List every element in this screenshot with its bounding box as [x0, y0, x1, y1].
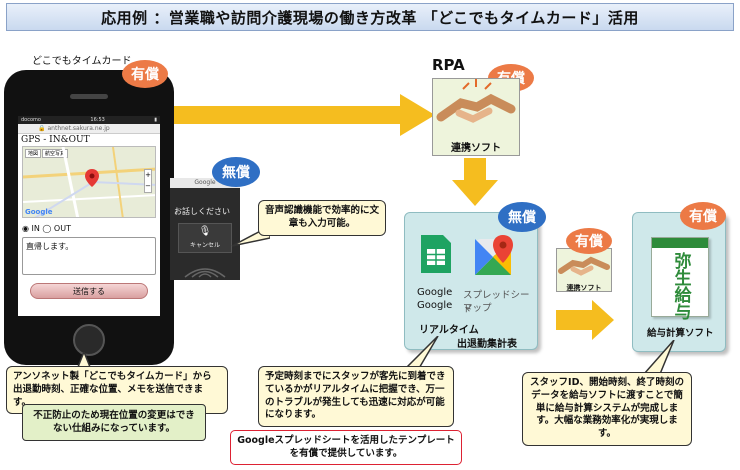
page-title: 応用例 ：営業職や訪問介護現場の働き方改革 「どこでもタイムカード」活用: [101, 8, 639, 27]
arrow-to-rpa: [150, 94, 435, 136]
voice-prompt: お話しください: [174, 207, 230, 216]
send-button[interactable]: 送信する: [30, 283, 148, 299]
sound-wave-icon: [184, 268, 226, 278]
google-sheets-icon: [421, 235, 451, 273]
google-maps-icon: [475, 235, 513, 275]
attendance-sheet-label: 出退勤集計表: [457, 339, 517, 350]
smartphone: docomo 16:53 ▮ 🔒 anthnet.sakura.ne.jp GP…: [4, 70, 174, 365]
voice-callout: 音声認識機能で効率的に文章も入力可能。: [258, 200, 386, 236]
radio-in-label: IN: [31, 224, 40, 233]
maps-label: マップ: [463, 303, 492, 314]
url-bar[interactable]: 🔒 anthnet.sakura.ne.jp: [18, 124, 160, 134]
product-name: 弥生給与: [670, 252, 691, 320]
paid-badge-small: 有償: [566, 228, 612, 254]
map-view[interactable]: 地図 航空写真 +− Google: [22, 146, 156, 218]
location-pin-icon: [85, 169, 99, 187]
paid-badge-phone: 有償: [122, 60, 168, 88]
arrow-to-payroll: [556, 300, 614, 340]
google-box: Google Google スプレッドシード マップ リアルタイム 出退勤集計表: [404, 212, 538, 350]
zoom-control[interactable]: +−: [144, 169, 152, 193]
template-note: Googleスプレッドシートを活用したテンプレートを有償で提供しています。: [230, 430, 462, 465]
yayoi-product-box: 弥生給与: [651, 237, 709, 320]
map-tab-map[interactable]: 地図: [25, 149, 42, 158]
arrow-to-google: [452, 158, 498, 206]
map-tabs: 地図 航空写真: [25, 149, 69, 158]
voice-input-screen: Google お話しください 🎙 キャンセル: [170, 178, 240, 280]
realtime-label: リアルタイム: [419, 325, 479, 336]
status-time: 16:53: [90, 117, 105, 123]
google-label-2: Google: [417, 300, 453, 311]
mid-callout-pointer: [402, 336, 439, 370]
title-bar: 応用例 ：営業職や訪問介護現場の働き方改革 「どこでもタイムカード」活用: [6, 3, 734, 31]
rpa-card-caption: 連携ソフト: [451, 143, 501, 154]
memo-textarea[interactable]: 直帰します。: [22, 237, 156, 275]
battery-icon: ▮: [154, 117, 157, 123]
carrier-label: docomo: [21, 117, 41, 123]
map-tab-satellite[interactable]: 航空写真: [42, 149, 69, 158]
google-map-logo: Google: [25, 208, 53, 216]
gps-title: GPS - IN&OUT: [21, 135, 90, 145]
status-bar: docomo 16:53 ▮: [18, 116, 160, 124]
radio-out-label: OUT: [53, 224, 71, 233]
microphone-icon: 🎙: [198, 226, 212, 237]
lock-icon: 🔒: [38, 125, 46, 132]
free-badge-google: 無償: [498, 202, 546, 232]
payroll-callout: スタッフID、開始時刻、終了時刻のデータを給与ソフトに渡すことで簡単に給与計算シ…: [522, 372, 692, 447]
google-label-1: Google: [417, 287, 453, 298]
realtime-callout: 予定時刻までにスタッフが客先に到着できているかがリアルタイムに把握でき、万一のト…: [258, 366, 454, 428]
payroll-caption: 給与計算ソフト: [647, 328, 714, 339]
voice-cancel-button[interactable]: キャンセル: [189, 242, 220, 249]
rpa-card: 連携ソフト: [432, 78, 520, 156]
voice-mic-panel: 🎙 キャンセル: [178, 223, 232, 253]
small-rpa-card: 連携ソフト: [556, 248, 612, 292]
product-stripe: [652, 238, 708, 248]
small-handshake-icon: [558, 256, 610, 276]
free-badge-voice: 無償: [212, 157, 260, 187]
url-text: anthnet.sakura.ne.jp: [47, 125, 110, 132]
rpa-label: RPA: [432, 56, 465, 74]
in-out-radios: ◉ IN ◯ OUT: [18, 218, 160, 235]
phone-caption: どこでもタイムカード: [32, 56, 132, 67]
sheets-label: スプレッドシード: [463, 290, 530, 315]
radio-in[interactable]: ◉: [22, 224, 29, 233]
phone-screen: docomo 16:53 ▮ 🔒 anthnet.sakura.ne.jp GP…: [18, 116, 160, 316]
home-button[interactable]: [73, 324, 105, 356]
voice-header: Google: [170, 178, 240, 188]
right-callout-pointer: [642, 340, 675, 374]
fraud-prevention-note: 不正防止のため現在位置の変更はできない仕組みになっています。: [22, 404, 206, 441]
paid-badge-payroll: 有償: [680, 202, 726, 230]
small-rpa-caption: 連携ソフト: [566, 284, 602, 292]
handshake-icon: [436, 79, 516, 123]
radio-out[interactable]: ◯: [42, 224, 52, 233]
phone-speaker: [70, 94, 108, 99]
payroll-box: 弥生給与 給与計算ソフト: [632, 212, 726, 352]
